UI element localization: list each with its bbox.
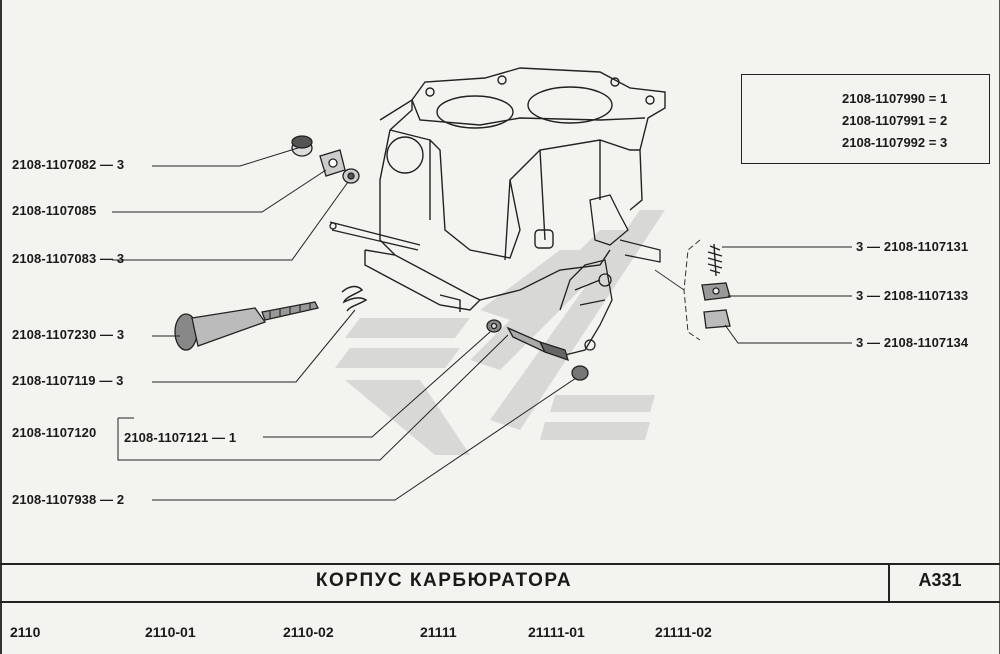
label-2108-1107121: 2108-1107121 — 1: [124, 430, 237, 445]
legend-row-3: 2108-1107992 = 3: [842, 135, 948, 150]
lockwasher-085: [319, 149, 346, 177]
label-2108-1107085: 2108-1107085: [12, 203, 97, 218]
model-21111: 21111: [420, 624, 457, 640]
repair-kit-legend: 2108-1107990 = 1 2108-1107991 = 2 2108-1…: [741, 74, 990, 164]
needle-screw-120: [506, 326, 569, 362]
model-21111-01: 21111-01: [528, 624, 585, 640]
oring-121: [486, 319, 502, 333]
label-2108-1107120: 2108-1107120: [12, 425, 97, 440]
arrow-to-body: [654, 269, 685, 291]
model-21111-02: 21111-02: [655, 624, 712, 640]
leader-lines: [112, 147, 852, 501]
screw-230: [174, 301, 319, 351]
nut-938: [571, 365, 589, 381]
page-code: A331: [918, 570, 962, 590]
model-2110-01: 2110-01: [145, 624, 196, 640]
label-2108-1107230: 2108-1107230 — 3: [12, 327, 125, 342]
label-2108-1107133: 3 — 2108-1107133: [856, 288, 969, 303]
label-2108-1107119: 2108-1107119 — 3: [12, 373, 124, 388]
label-2108-1107082: 2108-1107082 — 3: [12, 157, 125, 172]
washer-083: [342, 168, 360, 184]
model-2110: 2110: [10, 624, 41, 640]
page-code-cell: A331: [888, 565, 1000, 601]
label-2108-1107134: 3 — 2108-1107134: [856, 335, 969, 350]
throttle-shaft: [329, 221, 421, 251]
model-2110-02: 2110-02: [283, 624, 334, 640]
legend-row-1: 2108-1107990 = 1: [842, 91, 948, 106]
carburetor-body: [364, 67, 666, 312]
frame-left-border: [0, 0, 2, 654]
throttle-linkage: [559, 194, 661, 356]
label-2108-1107083: 2108-1107083 — 3: [12, 251, 125, 266]
clip-133: [701, 282, 731, 301]
group-bracket-right: [683, 239, 701, 341]
legend-row-2: 2108-1107991 = 2: [842, 113, 948, 128]
label-2108-1107131: 3 — 2108-1107131: [856, 239, 969, 254]
nut-082: [291, 135, 313, 157]
title-bar: КОРПУС КАРБЮРАТОРА A331: [0, 563, 1000, 603]
label-2108-1107938: 2108-1107938 — 2: [12, 492, 125, 507]
watermark-logo: [335, 210, 665, 455]
page-title: КОРПУС КАРБЮРАТОРА: [315, 570, 573, 591]
clip-134: [703, 309, 731, 329]
spring-119: [341, 285, 368, 312]
spring-131: [707, 243, 723, 277]
